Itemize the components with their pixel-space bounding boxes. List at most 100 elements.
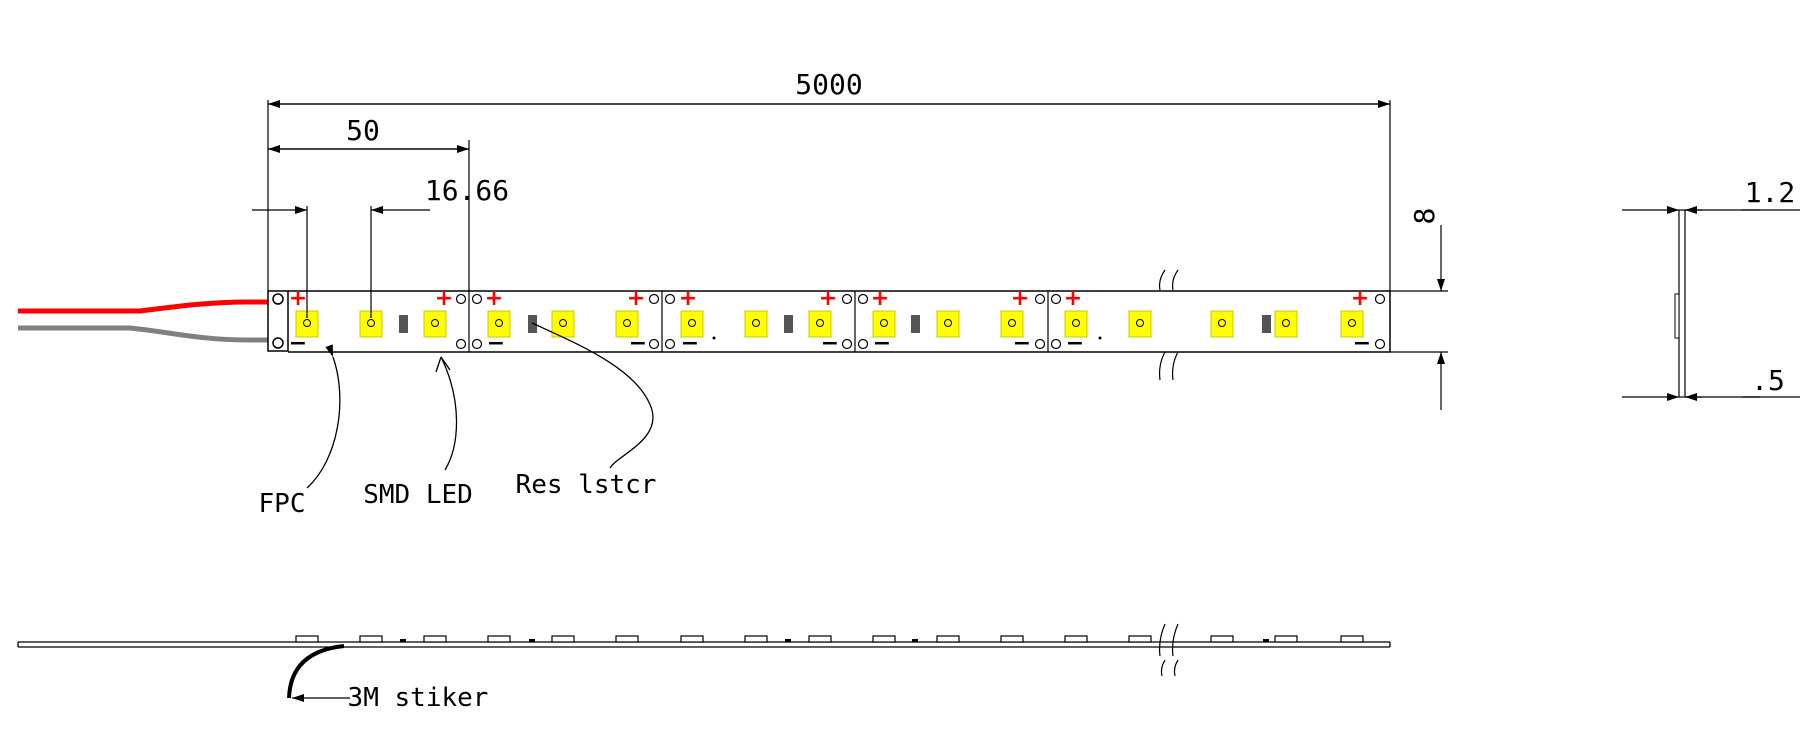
- side-led: [1340, 635, 1364, 643]
- side-led: [1128, 635, 1152, 643]
- resistor: [784, 315, 793, 333]
- positive-mark: +: [1064, 286, 1082, 311]
- svg-text:3M stiker: 3M stiker: [348, 683, 489, 713]
- led-lens: [1348, 319, 1356, 327]
- label-resistor: Res lstcr: [516, 322, 657, 500]
- side-led: [680, 635, 704, 643]
- wire-connector: [267, 290, 289, 352]
- positive-mark: +: [627, 286, 645, 311]
- side-led: [808, 635, 832, 643]
- led-lens: [1282, 319, 1290, 327]
- svg-text:FPC: FPC: [259, 489, 306, 519]
- led-lens: [1072, 319, 1080, 327]
- svg-text:Res lstcr: Res lstcr: [516, 470, 657, 500]
- led-lens: [495, 319, 503, 327]
- dot: [1098, 336, 1102, 340]
- side-led: [551, 635, 575, 643]
- solder-pad: [455, 338, 467, 350]
- side-led: [1274, 635, 1298, 643]
- dimension-width: 8: [1408, 208, 1445, 410]
- dimension-width-value: 8: [1408, 208, 1441, 225]
- strip-top-view: ++++++++++−−−−−−−−−: [288, 286, 1391, 356]
- side-led: [936, 635, 960, 643]
- solder-pad: [841, 293, 853, 305]
- positive-mark: +: [819, 286, 837, 311]
- solder-pad: [471, 338, 483, 350]
- side-led: [1000, 635, 1024, 643]
- side-resistor: [400, 639, 406, 642]
- side-resistor: [912, 639, 918, 642]
- led-lens: [431, 319, 439, 327]
- smd-led: [936, 310, 960, 338]
- positive-mark: +: [1011, 286, 1029, 311]
- led-lens: [688, 319, 696, 327]
- side-resistor: [785, 639, 791, 642]
- side-led: [615, 635, 639, 643]
- smd-led: [1274, 310, 1298, 338]
- solder-pad: [1034, 293, 1046, 305]
- solder-pad: [841, 338, 853, 350]
- side-led: [359, 635, 383, 643]
- smd-led: [1128, 310, 1152, 338]
- resistor: [911, 315, 920, 333]
- smd-led: [1000, 310, 1024, 338]
- positive-mark: +: [289, 286, 307, 311]
- smd-led: [1340, 310, 1364, 338]
- smd-led: [423, 310, 447, 338]
- side-resistor: [529, 639, 535, 642]
- dot: [712, 336, 716, 340]
- led-lens: [1008, 319, 1016, 327]
- smd-led: [1064, 310, 1088, 338]
- side-led: [1064, 635, 1088, 643]
- label-smd-led: SMD LED: [363, 356, 473, 510]
- smd-led: [615, 310, 639, 338]
- dimension-led-pitch: 16.66: [252, 174, 509, 318]
- solder-pad: [471, 293, 483, 305]
- label-adhesive: 3M stiker: [287, 644, 489, 713]
- solder-pad: [1034, 338, 1046, 350]
- svg-text:SMD LED: SMD LED: [363, 480, 473, 510]
- grey-wire: [18, 325, 270, 343]
- dimension-led-pitch-value: 16.66: [425, 174, 509, 207]
- led-lens: [816, 319, 824, 327]
- led-lens: [752, 319, 760, 327]
- resistor: [399, 315, 408, 333]
- solder-pad: [857, 338, 869, 350]
- red-wire: [18, 299, 270, 314]
- dimension-thickness-value: 1.2: [1745, 176, 1796, 209]
- led-lens: [944, 319, 952, 327]
- smd-led: [1210, 310, 1234, 338]
- break-mark: [1158, 269, 1179, 381]
- positive-mark: +: [485, 286, 503, 311]
- smd-led: [872, 310, 896, 338]
- solder-pad: [648, 338, 660, 350]
- cross-section: 1.2 .5: [1622, 176, 1800, 401]
- side-led: [1210, 635, 1234, 643]
- dimension-adhesive-thickness-value: .5: [1751, 364, 1785, 397]
- solder-pad: [1374, 338, 1386, 350]
- side-led: [487, 635, 511, 643]
- side-led: [295, 635, 319, 643]
- side-led: [744, 635, 768, 643]
- solder-pad: [857, 293, 869, 305]
- side-led: [872, 635, 896, 643]
- positive-mark: +: [871, 286, 889, 311]
- resistor: [528, 315, 537, 333]
- dimension-total-length: 5000: [267, 68, 1391, 291]
- led-lens: [367, 319, 375, 327]
- solder-pad: [1050, 338, 1062, 350]
- dimension-segment-length: 50: [268, 114, 470, 291]
- solder-pad: [648, 293, 660, 305]
- positive-mark: +: [679, 286, 697, 311]
- smd-led: [744, 310, 768, 338]
- dimension-segment-length-value: 50: [346, 114, 380, 147]
- positive-mark: +: [435, 286, 453, 311]
- led-lens: [623, 319, 631, 327]
- strip-side-view: [17, 623, 1391, 677]
- solder-pad: [455, 293, 467, 305]
- led-lens: [559, 319, 567, 327]
- label-fpc: FPC: [259, 344, 341, 519]
- side-led: [423, 635, 447, 643]
- solder-pad: [1050, 293, 1062, 305]
